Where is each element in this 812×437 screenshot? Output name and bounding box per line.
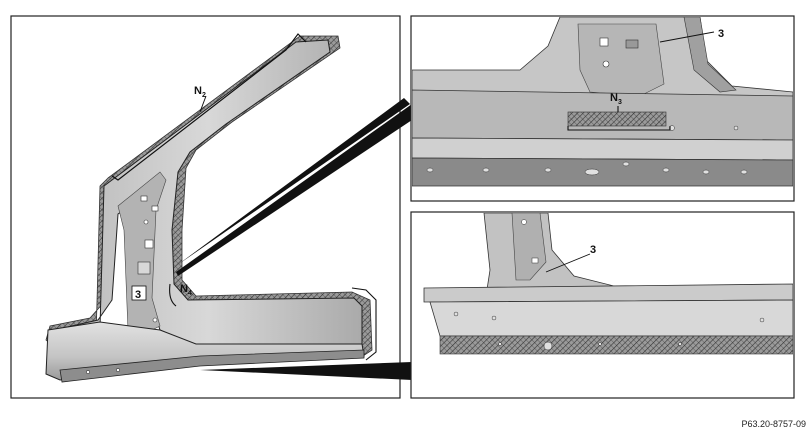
n4-bracket [169,283,377,361]
left-panel: N2 N4 3 [10,15,401,399]
label-n4-main: N [180,283,188,295]
br-sill-top [423,283,793,303]
label-n3-main: N [610,92,618,104]
br-sill-face [429,299,793,337]
rocker-sill-bottom [59,349,365,383]
part-3-tag-left-box [131,285,147,301]
label-n4: N4 [180,283,192,297]
zoom-leader-top-thin [176,98,410,266]
tr-pillar-slot [625,39,639,49]
part-3-tag-top-right: 3 [718,28,724,40]
label-n2-sub: 2 [202,92,206,99]
br-pillar-hole [521,219,527,225]
br-sill-hatch [439,335,793,355]
tr-pillar-inner [577,23,665,97]
zoom-leader-top [176,104,412,276]
tr-pillar-right-edge [683,17,737,93]
a-pillar-inner-shade [117,171,167,337]
label-n4-sub: 4 [188,290,192,297]
br-leader-3 [545,253,591,273]
label-n2: N2 [194,85,206,99]
n2-bracket-tick [199,95,207,113]
figure-reference-code: P63.20-8757-09 [741,419,806,429]
top-right-panel: N3 3 [410,15,795,202]
label-n3: N3 [610,92,622,106]
label-n2-main: N [194,85,202,97]
br-pillar-slot [531,257,539,264]
tr-n3-bracket [567,106,671,131]
tr-pillar-hole [602,60,610,68]
tr-sill-face [412,137,793,161]
zoom-leader-bottom [200,362,412,380]
label-n3-sub: 3 [618,99,622,106]
part-3-tag-left: 3 [135,289,141,301]
bottom-right-panel: 3 [410,211,795,399]
pillar-holes [86,195,159,374]
tr-leader-3 [659,31,715,43]
tr-sill-holes [426,125,748,176]
tr-pillar-window [599,37,609,47]
part-3-tag-bottom-right: 3 [590,244,596,256]
n2-bracket [111,33,307,181]
tr-n3-hatch [567,111,667,127]
tr-sill-bottom [412,157,793,187]
br-sill-holes [453,311,765,351]
